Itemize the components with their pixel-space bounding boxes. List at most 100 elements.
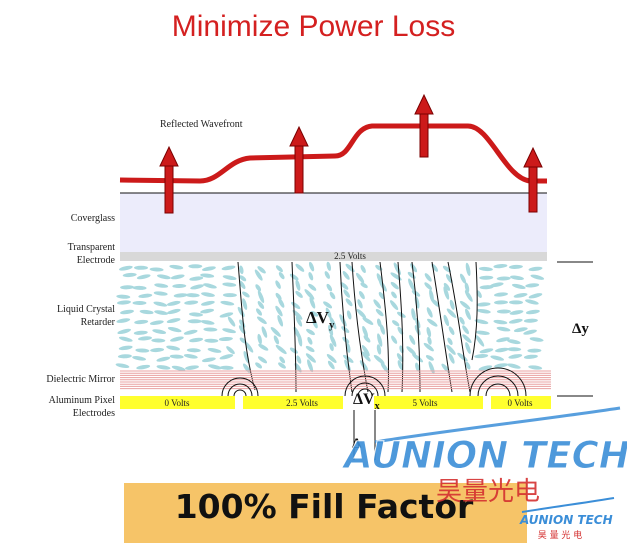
lc-molecule bbox=[408, 278, 415, 291]
lc-molecule bbox=[255, 308, 263, 316]
fringe-field-arcs bbox=[221, 367, 527, 397]
watermark-small: AUNION TECH bbox=[519, 513, 613, 527]
lc-molecule bbox=[166, 345, 180, 351]
lc-molecule bbox=[138, 336, 152, 341]
lc-molecule bbox=[392, 320, 400, 327]
lc-molecule bbox=[525, 299, 539, 305]
lc-molecule bbox=[429, 289, 434, 303]
lc-molecule bbox=[447, 337, 453, 345]
lc-molecule bbox=[138, 293, 153, 298]
lc-molecule bbox=[424, 282, 433, 290]
lc-molecule bbox=[361, 351, 371, 362]
lc-molecule bbox=[479, 348, 494, 354]
lc-molecule bbox=[523, 318, 538, 323]
lc-molecule bbox=[390, 281, 399, 290]
lc-molecule bbox=[219, 354, 234, 360]
lc-molecule bbox=[170, 336, 184, 342]
lc-molecule bbox=[275, 265, 283, 273]
lc-molecule bbox=[183, 329, 198, 335]
pixel-electrode-1 bbox=[120, 396, 235, 409]
lc-molecule bbox=[426, 307, 433, 318]
lc-molecule bbox=[378, 291, 385, 300]
lc-molecule bbox=[465, 342, 471, 354]
lc-molecule bbox=[132, 300, 147, 306]
electrode-voltage-label: 2.5 Volts bbox=[334, 251, 366, 261]
wavefront-label: Reflected Wavefront bbox=[160, 119, 243, 130]
lc-molecule bbox=[169, 354, 184, 359]
lc-molecule bbox=[358, 291, 365, 300]
lc-molecule bbox=[459, 273, 467, 284]
lc-molecule bbox=[227, 316, 236, 327]
lc-molecule bbox=[346, 310, 352, 320]
lc-molecule bbox=[459, 300, 471, 310]
lc-molecule bbox=[184, 300, 199, 305]
lc-molecule bbox=[329, 334, 337, 347]
lc-molecule bbox=[327, 360, 335, 370]
lc-molecule bbox=[339, 314, 347, 327]
lc-molecule bbox=[457, 352, 468, 362]
lc-molecule bbox=[310, 310, 319, 317]
lc-molecule bbox=[270, 326, 281, 337]
dielectric-mirror-label: Dielectric Mirror bbox=[46, 374, 115, 385]
lc-molecule bbox=[494, 363, 509, 368]
lc-molecule bbox=[513, 327, 528, 333]
lc-molecule bbox=[379, 324, 386, 335]
lc-molecule bbox=[278, 362, 286, 369]
lc-molecule bbox=[169, 264, 184, 270]
lc-molecule bbox=[510, 275, 524, 281]
lc-molecule bbox=[134, 319, 149, 325]
lc-molecule bbox=[154, 310, 168, 315]
lc-molecule bbox=[507, 347, 522, 352]
lc-molecule bbox=[396, 353, 404, 363]
lc-molecule bbox=[464, 290, 473, 302]
lc-molecule bbox=[275, 305, 283, 317]
lc-molecule bbox=[153, 301, 168, 307]
lc-molecule bbox=[464, 282, 470, 293]
lc-molecule bbox=[530, 274, 545, 280]
lc-molecule bbox=[261, 326, 268, 338]
lc-molecule bbox=[376, 344, 382, 355]
lc-molecule bbox=[496, 309, 511, 314]
delta-y-label: Δy bbox=[572, 321, 589, 337]
lc-molecule bbox=[151, 338, 166, 343]
lc-molecule bbox=[132, 356, 147, 361]
lc-molecule bbox=[172, 283, 187, 289]
lc-molecule bbox=[391, 291, 397, 299]
lc-molecule bbox=[494, 347, 509, 353]
lc-molecule bbox=[119, 265, 133, 271]
lc-molecule bbox=[410, 263, 418, 273]
lc-molecule bbox=[204, 338, 219, 343]
arrow-up-icon bbox=[414, 93, 434, 158]
lc-molecule bbox=[496, 326, 511, 332]
lc-molecule bbox=[289, 273, 299, 281]
lc-molecule bbox=[308, 261, 315, 272]
arrow-up-icon bbox=[159, 145, 179, 214]
pixel-electrode-3 bbox=[374, 396, 483, 409]
lc-molecule bbox=[295, 263, 305, 272]
lc-molecule bbox=[222, 328, 236, 334]
lc-molecule bbox=[208, 364, 222, 370]
delta-partial-label: Δ bbox=[352, 436, 362, 452]
pixel-voltage-3: 5 Volts bbox=[413, 398, 438, 408]
lc-molecule bbox=[513, 293, 528, 298]
lc-molecule bbox=[117, 354, 132, 359]
lc-molecule bbox=[508, 354, 523, 359]
pixel-electrode-2 bbox=[243, 396, 343, 409]
lc-molecule bbox=[476, 308, 491, 314]
liquid-crystal-molecules bbox=[115, 261, 545, 374]
lc-molecule bbox=[201, 300, 215, 306]
lc-molecule bbox=[389, 300, 399, 311]
page-title: Minimize Power Loss bbox=[171, 10, 456, 43]
liquid-crystal-label-2: Retarder bbox=[81, 317, 116, 328]
lc-molecule bbox=[329, 291, 336, 300]
delta-vy-text: ΔV bbox=[306, 308, 330, 327]
lc-molecule bbox=[431, 298, 440, 307]
lc-molecule bbox=[397, 360, 403, 371]
lc-molecule bbox=[426, 327, 432, 338]
watermark-chinese: 昊量光电 bbox=[436, 477, 540, 507]
lc-molecule bbox=[202, 266, 216, 272]
lc-molecule bbox=[411, 290, 421, 297]
lc-molecule bbox=[257, 356, 268, 364]
